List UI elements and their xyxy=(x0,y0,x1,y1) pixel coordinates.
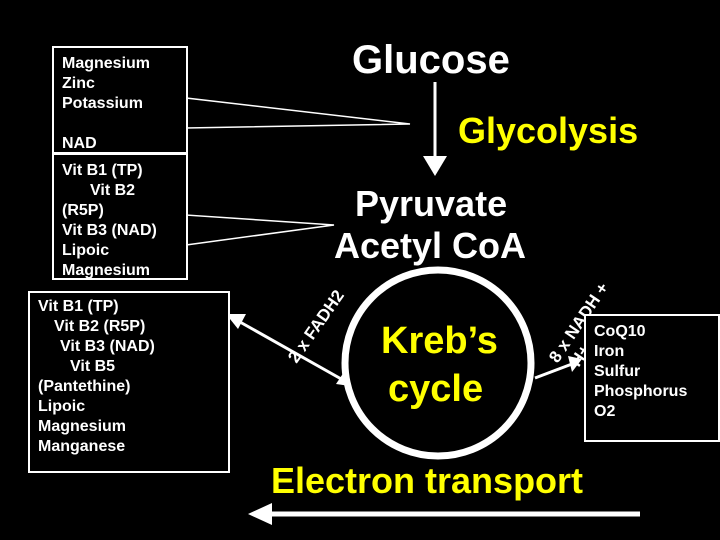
transport-cofactor-box: CoQ10 Iron Sulfur Phosphorus O2 xyxy=(584,314,720,442)
callout-line: Potassium xyxy=(62,95,143,112)
callout-line: Magnesium xyxy=(62,262,151,279)
callout-line: Lipoic xyxy=(62,242,110,259)
pyruvate-title: Pyruvate xyxy=(355,183,508,224)
pyruvate-cofactor-box: Vit B1 (TP) Vit B2 (R5P) Vit B3 (NAD) Li… xyxy=(52,153,188,280)
callout-line: Magnesium xyxy=(38,418,127,435)
krebs-cycle-label-line2: cycle xyxy=(388,368,484,410)
pyruvate-callout-pointer xyxy=(185,214,335,246)
glycolysis-arrowhead xyxy=(423,156,447,176)
callout-line: CoQ10 xyxy=(594,323,646,340)
fadh2-arrowhead-right xyxy=(336,372,350,386)
acetyl-coa-title: Acetyl CoA xyxy=(334,225,527,266)
callout-line: Magnesium xyxy=(62,55,151,72)
callout-line: Phosphorus xyxy=(594,383,688,400)
callout-line: NAD xyxy=(62,135,97,152)
krebs-cycle-circle xyxy=(341,266,535,460)
callout-line: Zinc xyxy=(62,75,95,92)
fadh2-arrowhead-left xyxy=(226,314,246,329)
krebs-cycle-label-line1: Kreb’s xyxy=(381,320,498,362)
glycolysis-cofactor-box: Magnesium Zinc Potassium NAD xyxy=(52,46,188,154)
callout-line: Vit B1 (TP) xyxy=(62,162,143,179)
callout-line: Vit B2 xyxy=(90,182,136,199)
callout-line: Vit B1 (TP) xyxy=(38,298,119,315)
callout-line: Vit B3 (NAD) xyxy=(60,338,155,355)
callout-line: (R5P) xyxy=(62,202,104,219)
glycolysis-callout-pointer xyxy=(185,97,411,129)
callout-line: O2 xyxy=(594,403,616,420)
glycolysis-title: Glycolysis xyxy=(458,110,639,151)
callout-line: Vit B5 xyxy=(70,358,116,375)
glucose-title: Glucose xyxy=(352,38,510,82)
callout-line: Vit B3 (NAD) xyxy=(62,222,157,239)
callout-line: Manganese xyxy=(38,438,126,455)
callout-line: Lipoic xyxy=(38,398,86,415)
fadh2-arrow xyxy=(239,320,344,382)
callout-line: Iron xyxy=(594,343,625,360)
callout-line: Vit B2 (R5P) xyxy=(54,318,146,335)
callout-line: (Pantethine) xyxy=(38,378,131,395)
nadh-arrowhead xyxy=(568,356,582,372)
nadh-arrow xyxy=(534,362,573,380)
krebs-cofactor-box: Vit B1 (TP) Vit B2 (R5P) Vit B3 (NAD) Vi… xyxy=(28,291,230,473)
callout-line xyxy=(62,114,178,134)
callout-line: Sulfur xyxy=(594,363,641,380)
electron-transport-title: Electron transport xyxy=(271,460,584,501)
electron-transport-arrowhead xyxy=(248,503,272,525)
